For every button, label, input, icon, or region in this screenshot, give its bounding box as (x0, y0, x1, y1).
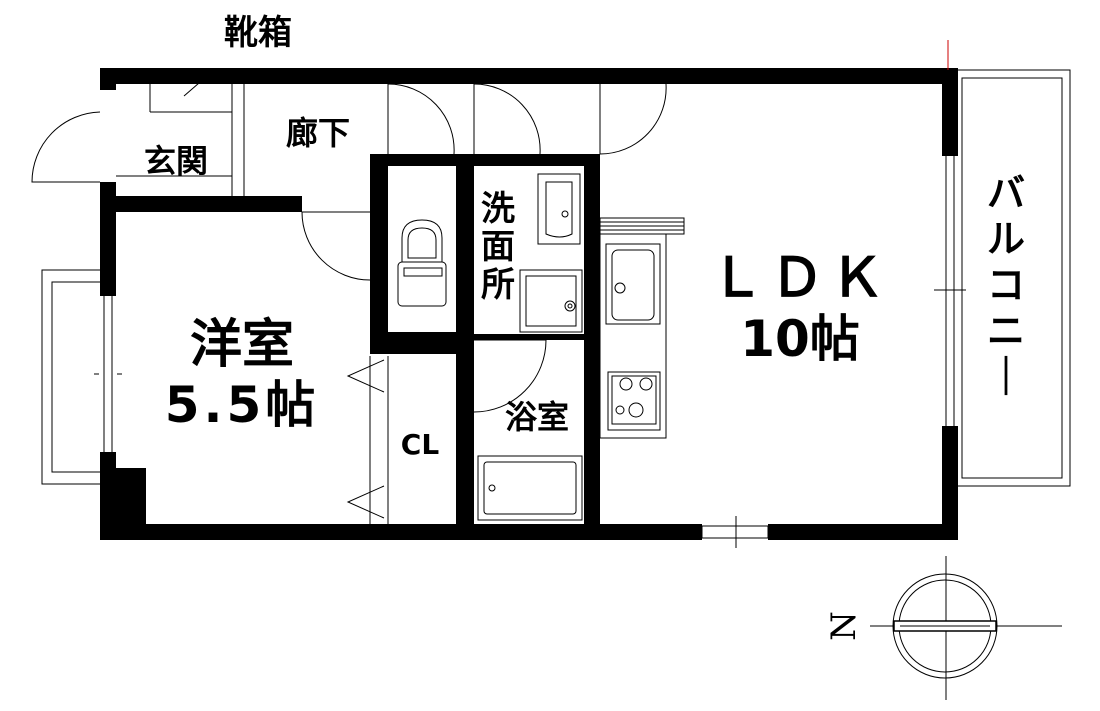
balcony-char-3: コ (987, 263, 1025, 307)
label-western-room-size: 5.5帖 (165, 376, 320, 434)
interior-walls (100, 69, 600, 524)
balcony-char-5: ｜ (987, 355, 1025, 399)
label-balcony: バルコニ｜ (987, 171, 1025, 399)
room-labels: 靴箱 玄関 廊下 洋室 5.5帖 CL 浴室 ＬＤＫ 10帖 (144, 13, 890, 461)
fixtures (397, 173, 685, 521)
compass: N (824, 556, 1062, 700)
label-hallway: 廊下 (286, 114, 350, 152)
kitchen-sink-icon (605, 243, 661, 325)
label-ldk: ＬＤＫ (710, 246, 890, 309)
label-western-room: 洋室 (190, 315, 294, 375)
svg-text:バルコニ｜: バルコニ｜ (987, 171, 1025, 399)
label-ldk-size: 10帖 (740, 310, 860, 368)
washroom-char-1: 洗 (481, 189, 515, 229)
stove-icon (607, 371, 661, 431)
sink-icon (537, 173, 581, 245)
label-bathroom: 浴室 (505, 398, 569, 436)
openings (99, 90, 966, 548)
washing-machine-pan-icon (519, 269, 583, 333)
balcony-char-1: バ (987, 171, 1025, 215)
bathtub-icon (477, 455, 583, 521)
toilet-icon (397, 219, 447, 307)
washroom-char-2: 面 (481, 227, 515, 267)
label-closet: CL (401, 428, 440, 461)
svg-text:洗面所: 洗面所 (481, 189, 515, 305)
balcony-char-4: ニ (987, 309, 1025, 353)
label-washroom: 洗面所 (481, 189, 515, 305)
doors (31, 83, 667, 524)
compass-north-label: N (824, 611, 864, 641)
label-shoe-box: 靴箱 (224, 13, 292, 53)
kitchen-counter (599, 217, 685, 439)
label-entrance: 玄関 (144, 142, 208, 180)
balcony-char-2: ル (987, 217, 1025, 261)
washroom-char-3: 所 (481, 265, 515, 305)
